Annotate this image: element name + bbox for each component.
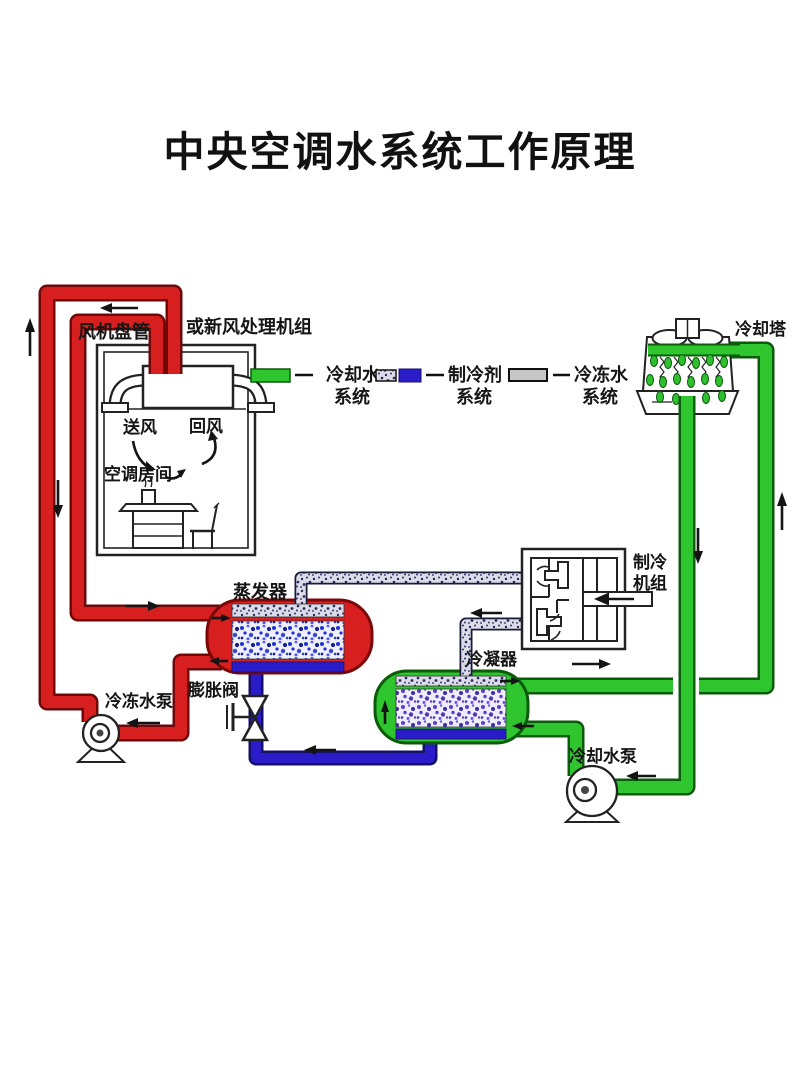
refrigerant-vapor-swatch bbox=[375, 369, 397, 382]
evaporator bbox=[205, 571, 528, 675]
legend-refrigerant-line2: 系统 bbox=[456, 386, 492, 407]
cup bbox=[141, 489, 156, 505]
expansion-valve bbox=[226, 694, 270, 742]
cooling-tower-label: 冷却塔 bbox=[735, 319, 787, 339]
chilled-water-pump bbox=[75, 713, 127, 763]
legend-chilled-water-line2: 系统 bbox=[582, 386, 618, 407]
supply-air-label: 送风 bbox=[123, 417, 157, 437]
water-droplets bbox=[646, 354, 728, 405]
chilled-water-loop bbox=[38, 284, 222, 742]
condenser bbox=[373, 617, 534, 745]
cooling-water-pump bbox=[563, 764, 621, 823]
cooling-water-swatch bbox=[250, 368, 291, 383]
expansion-valve-label: 膨胀阀 bbox=[188, 680, 239, 700]
chilled-water-swatch bbox=[508, 368, 548, 382]
flow-arrows bbox=[25, 303, 787, 781]
chair bbox=[190, 502, 220, 549]
cooling-water-pump-label: 冷却水泵 bbox=[569, 746, 637, 766]
chiller-unit bbox=[520, 547, 653, 651]
evaporator-label: 蒸发器 bbox=[233, 581, 288, 602]
condenser-label: 冷凝器 bbox=[466, 649, 518, 669]
legend-cooling-water-line2: 系统 bbox=[334, 386, 370, 407]
labels: 风机盘管 或新风处理机组 送风 回风 空调房间 蒸发器 膨胀阀 冷冻水泵 冷凝器… bbox=[78, 316, 787, 766]
chiller-unit-label-line2: 机组 bbox=[633, 573, 667, 593]
refrigerant-liquid-swatch bbox=[398, 368, 422, 383]
room-label: 空调房间 bbox=[104, 464, 172, 484]
fan-coil-label: 风机盘管 bbox=[78, 321, 150, 342]
legend: 冷却水 系统 制冷剂 系统 冷冻水 系统 bbox=[250, 364, 629, 407]
page-title: 中央空调水系统工作原理 bbox=[163, 129, 637, 175]
chilled-water-pump-label: 冷冻水泵 bbox=[105, 691, 173, 711]
legend-chilled-water-line1: 冷冻水 bbox=[574, 364, 629, 385]
chiller-unit-label-line1: 制冷 bbox=[633, 552, 667, 572]
legend-refrigerant-line1: 制冷剂 bbox=[448, 364, 502, 385]
conditioned-room bbox=[95, 343, 275, 557]
room-furniture bbox=[117, 477, 220, 549]
fresh-air-unit-label: 或新风处理机组 bbox=[186, 316, 312, 337]
cooling-tower bbox=[594, 318, 740, 796]
legend-cooling-water-line1: 冷却水 bbox=[326, 364, 381, 385]
return-air-label: 回风 bbox=[189, 417, 223, 436]
